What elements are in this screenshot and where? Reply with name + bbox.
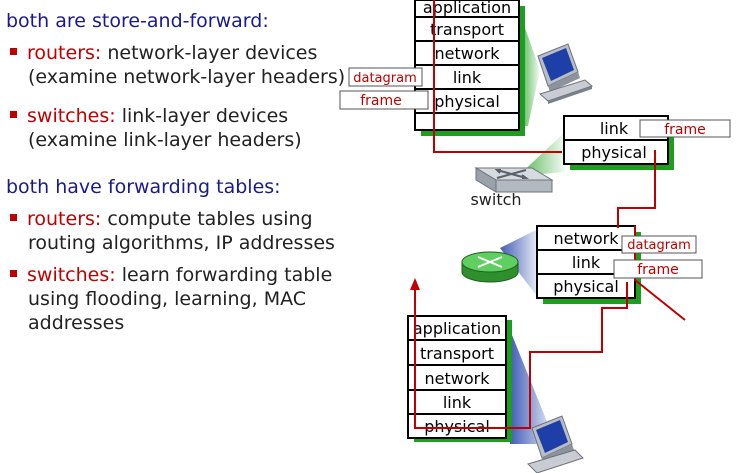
router-stack: network link physical [536,225,636,299]
top-layer-physical: physical [434,92,500,111]
path-switch-to-router [617,150,656,228]
bullet-text: link-layer devices [121,105,289,127]
term-routers: routers: [27,208,102,230]
top-layer-application: application [423,0,511,17]
term-routers: routers: [27,42,102,64]
top-computer-icon [537,43,593,104]
bottom-host-beam [510,330,556,444]
term-switches: switches: [27,264,116,286]
path-router-to-host [414,282,628,429]
bullet-text: (examine network-layer headers) [28,66,346,88]
bullet-marker [10,111,17,118]
bullet-routers-tables: routers: compute tables using routing al… [10,207,335,255]
path-arrowhead [410,278,420,290]
bullet-text: compute tables using [107,208,313,230]
tag-datagram-router-label: datagram [627,238,691,253]
tag-datagram-top-label: datagram [353,71,417,86]
switch-icon [474,167,554,193]
bullet-text: using flooding, learning, MAC [28,288,307,310]
bullet-routers-store: routers: network-layer devices (examine … [10,41,345,89]
tag-frame-top: frame [339,90,429,110]
term-switches: switches: [27,105,116,127]
top-layer-link: link [453,68,482,87]
tag-frame-switch: frame [639,119,731,138]
bullet-text: routing algorithms, IP addresses [28,232,335,254]
tag-frame-router-label: frame [637,262,679,278]
bullet-marker [10,270,17,277]
bottom-computer-icon [527,415,584,473]
switch-beam [518,132,565,176]
bullet-switches-store: switches: link-layer devices (examine li… [10,104,302,152]
heading-forwarding-tables: both have forwarding tables: [6,176,281,198]
bullet-switches-tables: switches: learn forwarding table using f… [10,263,332,335]
bullet-marker [10,48,17,55]
bullet-text: learn forwarding table [121,264,333,286]
switch-label: switch [470,190,521,209]
tag-frame-top-label: frame [360,93,402,109]
bottom-layer-transport: transport [420,344,494,363]
bullet-marker [10,214,17,221]
bottom-layer-application: application [413,319,501,338]
router-beam [500,228,540,300]
tag-frame-router: frame [613,259,703,279]
bottom-layer-physical: physical [424,417,490,436]
router-icon [461,251,519,283]
bullet-text: network-layer devices [107,42,318,64]
tag-datagram-router: datagram [621,235,697,254]
bullet-text: addresses [28,312,125,334]
switch-layer-link: link [600,119,629,138]
top-layer-transport: transport [430,20,504,39]
switch-layer-physical: physical [581,143,647,162]
router-layer-physical: physical [553,277,619,296]
router-layer-network: network [554,229,620,248]
top-layer-network: network [435,44,501,63]
tag-datagram-top: datagram [348,67,423,87]
bottom-layer-link: link [443,393,472,412]
tag-frame-switch-label: frame [664,122,706,138]
path-host-to-switch [433,0,562,153]
bottom-layer-network: network [425,369,491,388]
router-layer-link: link [572,253,601,272]
heading-store-forward: both are store-and-forward: [6,10,269,32]
top-host-stack: application transport network link physi… [414,0,520,131]
bullet-text: (examine link-layer headers) [28,129,302,151]
bottom-host-stack: application transport network link physi… [407,315,507,439]
